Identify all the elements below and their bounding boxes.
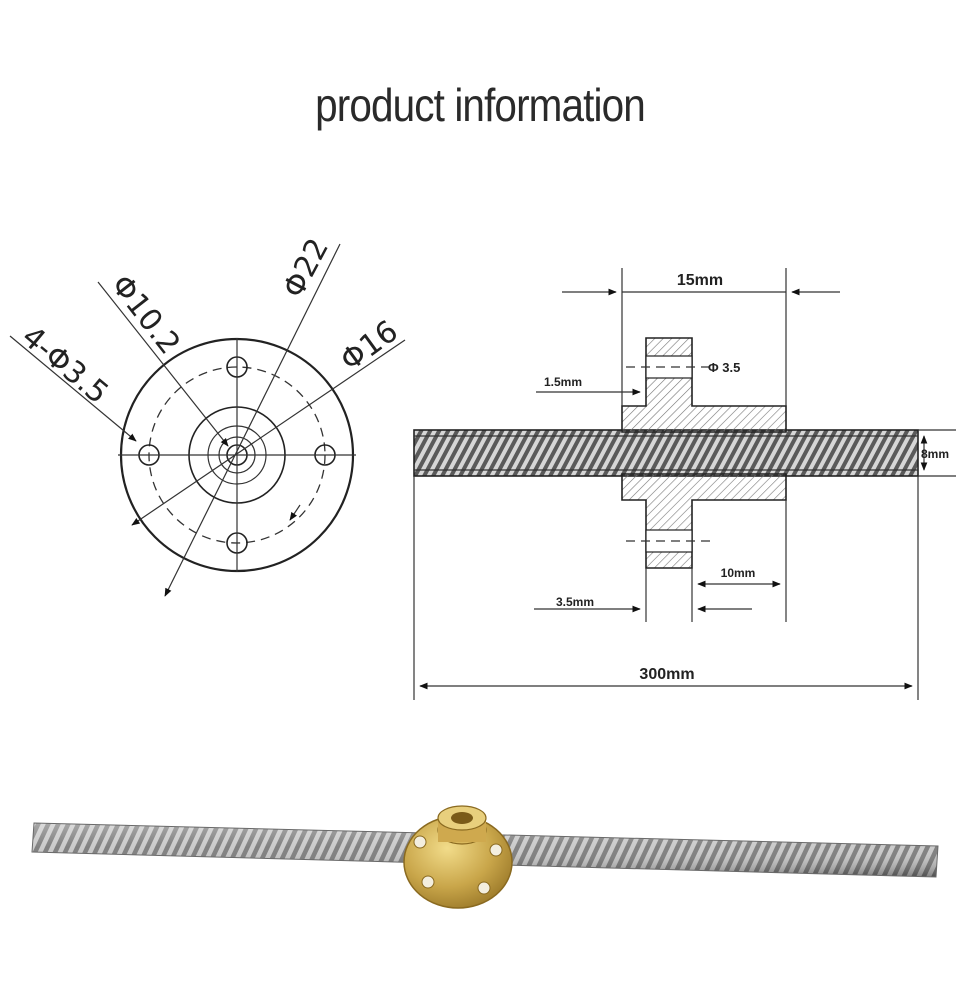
nut-section-lower — [621, 473, 787, 569]
product-photo — [31, 805, 939, 909]
brass-nut-hole-3 — [421, 875, 435, 889]
bolt-circle-label: Φ16 — [334, 314, 405, 379]
outer-label: Φ22 — [276, 233, 336, 304]
brass-nut — [403, 805, 513, 909]
bore-label: Φ10.2 — [104, 268, 187, 361]
flange-thickness-label: 1.5mm — [544, 375, 582, 389]
upper-hole — [645, 355, 693, 379]
nut-section — [621, 337, 787, 433]
front-view: 4-Φ3.5 Φ10.2 Φ22 Φ16 — [9, 233, 406, 597]
hole-diameter-label: Φ 3.5 — [708, 360, 740, 375]
flange-length-label: 15mm — [677, 272, 723, 289]
outer-leader — [164, 243, 341, 597]
brass-nut-hole-4 — [477, 881, 491, 895]
page-title: product information — [315, 79, 646, 131]
brass-nut-bore — [451, 812, 473, 824]
side-view: 15mm Φ 3.5 1.5mm 8mm 10mm 3.5mm 300mm — [413, 268, 956, 700]
collar-length-label: 10mm — [721, 566, 756, 580]
brass-nut-hole-2 — [489, 843, 503, 857]
lower-hole — [645, 529, 693, 553]
rod-diameter-label: 8mm — [921, 447, 949, 461]
holes-label: 4-Φ3.5 — [15, 319, 115, 411]
bolt-circle-leader — [131, 339, 406, 526]
hole-offset-label: 3.5mm — [556, 595, 594, 609]
bore-leader — [97, 281, 229, 447]
rod-thread — [414, 430, 918, 476]
holes-leader — [9, 335, 137, 442]
rod-length-label: 300mm — [639, 666, 694, 683]
bolt-circle-leader-end — [289, 504, 301, 521]
brass-nut-hole-1 — [413, 835, 427, 849]
